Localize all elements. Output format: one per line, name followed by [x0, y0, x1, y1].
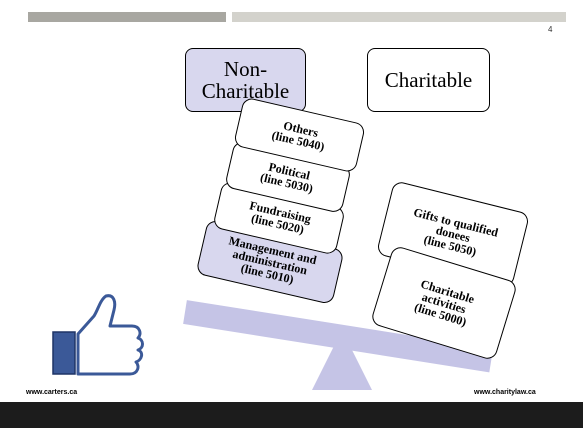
thumbs-up-icon [52, 294, 144, 376]
charitable-label: Charitable [384, 67, 473, 92]
slide-number: 4 [548, 25, 553, 34]
footer-left-url[interactable]: www.carters.ca [26, 389, 78, 396]
non-charitable-label: Non- Charitable [201, 57, 290, 103]
charitable-activities-label: Charitable activities (line 5000) [412, 276, 477, 330]
top-bar-left [28, 12, 226, 22]
non-charitable-box: Non- Charitable [185, 48, 306, 112]
footer-right-url[interactable]: www.charitylaw.ca [474, 389, 536, 396]
political-label: Political (line 5030) [258, 159, 315, 196]
top-bar-right [232, 12, 566, 22]
bottom-bar [0, 402, 583, 428]
others-label: Others (line 5040) [270, 118, 326, 154]
charitable-box: Charitable [367, 48, 490, 112]
